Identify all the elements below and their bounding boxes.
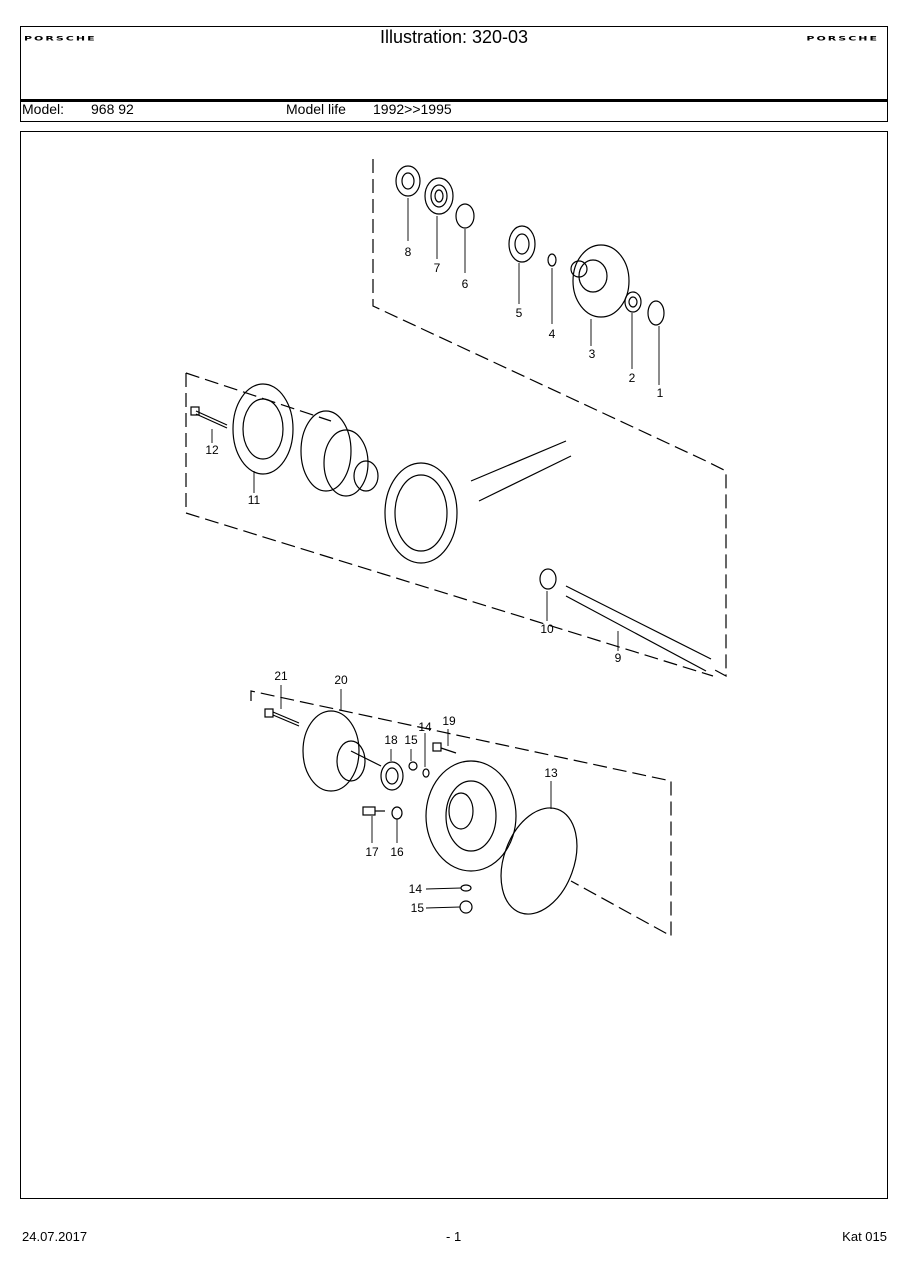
porsche-logo-left: PORSCHE xyxy=(24,35,97,43)
part-flange-3 xyxy=(570,244,630,318)
part-washer-14b xyxy=(460,884,472,892)
exploded-diagram-frame: 8 7 6 5 4 3 2 1 12 11 10 9 21 20 18 15 1… xyxy=(20,131,888,1199)
callout-13: 13 xyxy=(544,766,558,780)
callout-20: 20 xyxy=(334,673,348,687)
callout-2: 2 xyxy=(629,371,636,385)
callout-labels: 8 7 6 5 4 3 2 1 12 11 10 9 21 20 18 15 1… xyxy=(205,245,663,915)
part-flange-20 xyxy=(302,710,382,792)
part-plug-15 xyxy=(408,761,418,771)
part-bolt-19 xyxy=(432,742,457,754)
part-sensor-17 xyxy=(362,806,385,816)
part-circlip-6 xyxy=(455,203,475,229)
group-frame-middle xyxy=(185,372,714,677)
callout-14: 14 xyxy=(418,720,432,734)
part-bearing-2 xyxy=(624,291,642,313)
footer-page: - 1 xyxy=(446,1229,462,1244)
group-frame-lower xyxy=(250,690,672,938)
group-frame-upper xyxy=(372,159,727,678)
callout-4: 4 xyxy=(549,327,556,341)
header-box: PORSCHE Illustration: 320-03 PORSCHE Mod… xyxy=(20,26,888,122)
model-life-label: Model life xyxy=(286,101,346,117)
porsche-logo-right: PORSCHE xyxy=(806,35,879,43)
part-pinion-shaft xyxy=(470,440,572,502)
part-plug-15b xyxy=(459,900,473,914)
callout-15-lower: 15 xyxy=(411,901,425,915)
callout-6: 6 xyxy=(462,277,469,291)
model-label: Model: xyxy=(22,101,65,117)
part-bearing-7 xyxy=(424,177,454,215)
part-impulse-ring-11 xyxy=(232,383,294,475)
header-divider xyxy=(21,99,887,102)
callout-17: 17 xyxy=(365,845,379,859)
model-row: Model: 968 92 Model life 1992>>1995 xyxy=(21,101,887,119)
callout-18: 18 xyxy=(384,733,398,747)
part-gasket-13 xyxy=(500,807,578,915)
part-differential-housing xyxy=(300,410,379,497)
callout-14-lower: 14 xyxy=(409,882,423,896)
part-seal-8 xyxy=(395,165,421,197)
part-bolt-12 xyxy=(190,406,228,429)
model-life-value: 1992>>1995 xyxy=(373,101,452,117)
part-seal-18 xyxy=(380,761,404,791)
callout-21: 21 xyxy=(274,669,288,683)
callout-10: 10 xyxy=(540,622,554,636)
callout-11: 11 xyxy=(248,493,261,507)
part-shaft-9 xyxy=(565,585,712,672)
footer-date: 24.07.2017 xyxy=(22,1229,88,1244)
part-ring-gear xyxy=(384,462,458,564)
leader-lines xyxy=(211,198,660,909)
model-value: 968 92 xyxy=(91,101,134,117)
callout-5: 5 xyxy=(516,306,523,320)
callout-8: 8 xyxy=(405,245,412,259)
callout-9: 9 xyxy=(615,651,622,665)
callout-16: 16 xyxy=(390,845,404,859)
part-cover xyxy=(425,760,517,872)
illustration-title: Illustration: 320-03 xyxy=(379,27,529,47)
part-oring-16 xyxy=(391,806,403,820)
callout-15: 15 xyxy=(404,733,418,747)
part-washer-14 xyxy=(422,768,430,778)
callout-7: 7 xyxy=(434,261,441,275)
part-bolt-21 xyxy=(264,708,300,727)
part-ring-1 xyxy=(647,300,665,326)
part-seal-5 xyxy=(508,225,536,263)
part-shim-10 xyxy=(539,568,557,590)
callout-3: 3 xyxy=(589,347,596,361)
callout-19: 19 xyxy=(442,714,456,728)
footer-catalog: Kat 015 xyxy=(842,1229,887,1244)
part-oring-4 xyxy=(547,253,557,267)
callout-12: 12 xyxy=(205,443,219,457)
callout-1: 1 xyxy=(657,386,664,400)
